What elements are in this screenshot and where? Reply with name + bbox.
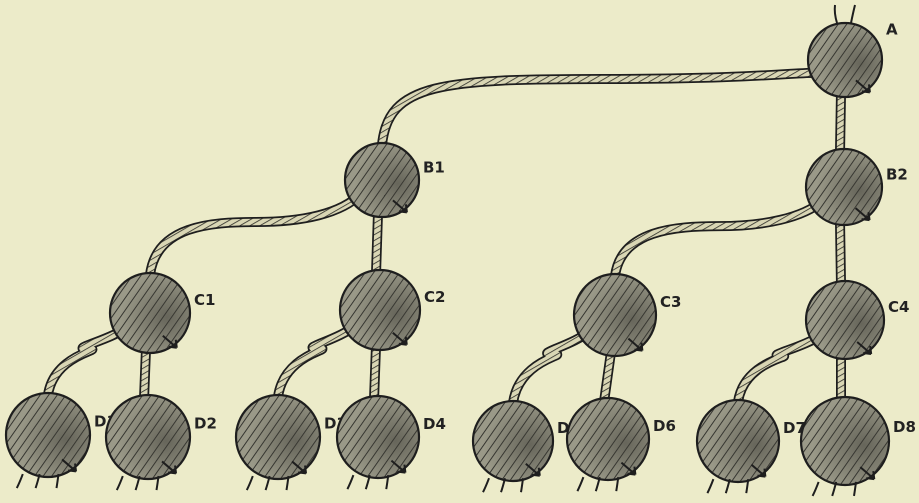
tendril-a-top [835,5,855,23]
cell-c2-label: C2 [424,288,445,306]
cell-d5-shading [474,402,552,480]
tendril-d1-0 [17,474,23,488]
cell-c4-label: C4 [888,298,909,316]
cell-a-label: A [886,21,898,39]
cell-b1-shading [346,144,418,216]
stalk-B2-C4-texture [840,221,841,285]
tendril-d5-0 [483,478,489,492]
cell-a-shading [809,24,881,96]
stalk-C4-D7-texture [738,334,824,402]
cell-d6-shading [568,399,648,479]
cell-c3-label: C3 [660,293,681,311]
cell-d8-label: D8 [893,418,916,436]
cell-d2: D2 [106,395,217,490]
stalk-A-B2-texture [840,93,841,153]
stalk-C1-D2-texture [144,349,146,399]
stalk-B1-C1-texture [150,193,362,275]
cell-d5: D5 [473,401,580,492]
cell-c2: C2 [340,270,445,350]
cell-d6-label: D6 [653,417,676,435]
cell-d6: D6 [567,398,676,491]
cell-d3: D3 [236,395,347,490]
cell-c3: C3 [574,274,681,356]
stalk-C2-D4-texture [374,346,376,400]
tendril-d7-0 [707,479,713,493]
cell-b2-label: B2 [886,165,908,183]
stalks-layer [48,73,841,403]
cell-d3-shading [237,396,319,478]
cell-d1: D1 [6,393,117,488]
cell-c3-shading [575,275,655,355]
cell-d2-label: D2 [194,415,217,433]
tendril-d2-0 [117,476,123,490]
cell-c4: C4 [806,281,909,359]
cell-b2: B2 [806,149,908,225]
cell-d4-shading [338,397,418,477]
stalk-C2-D3-texture [278,324,358,397]
cell-b1-label: B1 [423,159,445,177]
cell-b1: B1 [345,143,445,217]
cell-d4: D4 [337,396,446,489]
tendril-d6-0 [577,477,583,491]
cell-c1: C1 [110,273,215,353]
cell-d4-label: D4 [423,415,446,433]
stalk-C1-D1-texture [48,327,128,395]
cell-c1-label: C1 [194,291,215,309]
cell-d8: D8 [801,397,916,496]
cell-d7: D7 [697,400,806,493]
stalk-C3-D5-texture [513,329,592,403]
cell-c4-shading [807,282,883,358]
tendril-d8-0 [813,482,819,496]
tendril-d4-0 [347,475,353,489]
tendril-d3-0 [247,476,253,490]
cell-d1-shading [7,394,89,476]
cell-c2-shading [341,271,419,349]
cell-c1-shading [111,274,189,352]
stalk-B1-C2-texture [376,213,378,274]
cell-a: A [808,5,898,97]
cell-d2-shading [107,396,189,478]
cell-b2-shading [807,150,881,224]
cell-d7-shading [698,401,778,481]
cell-d8-shading [802,398,888,484]
